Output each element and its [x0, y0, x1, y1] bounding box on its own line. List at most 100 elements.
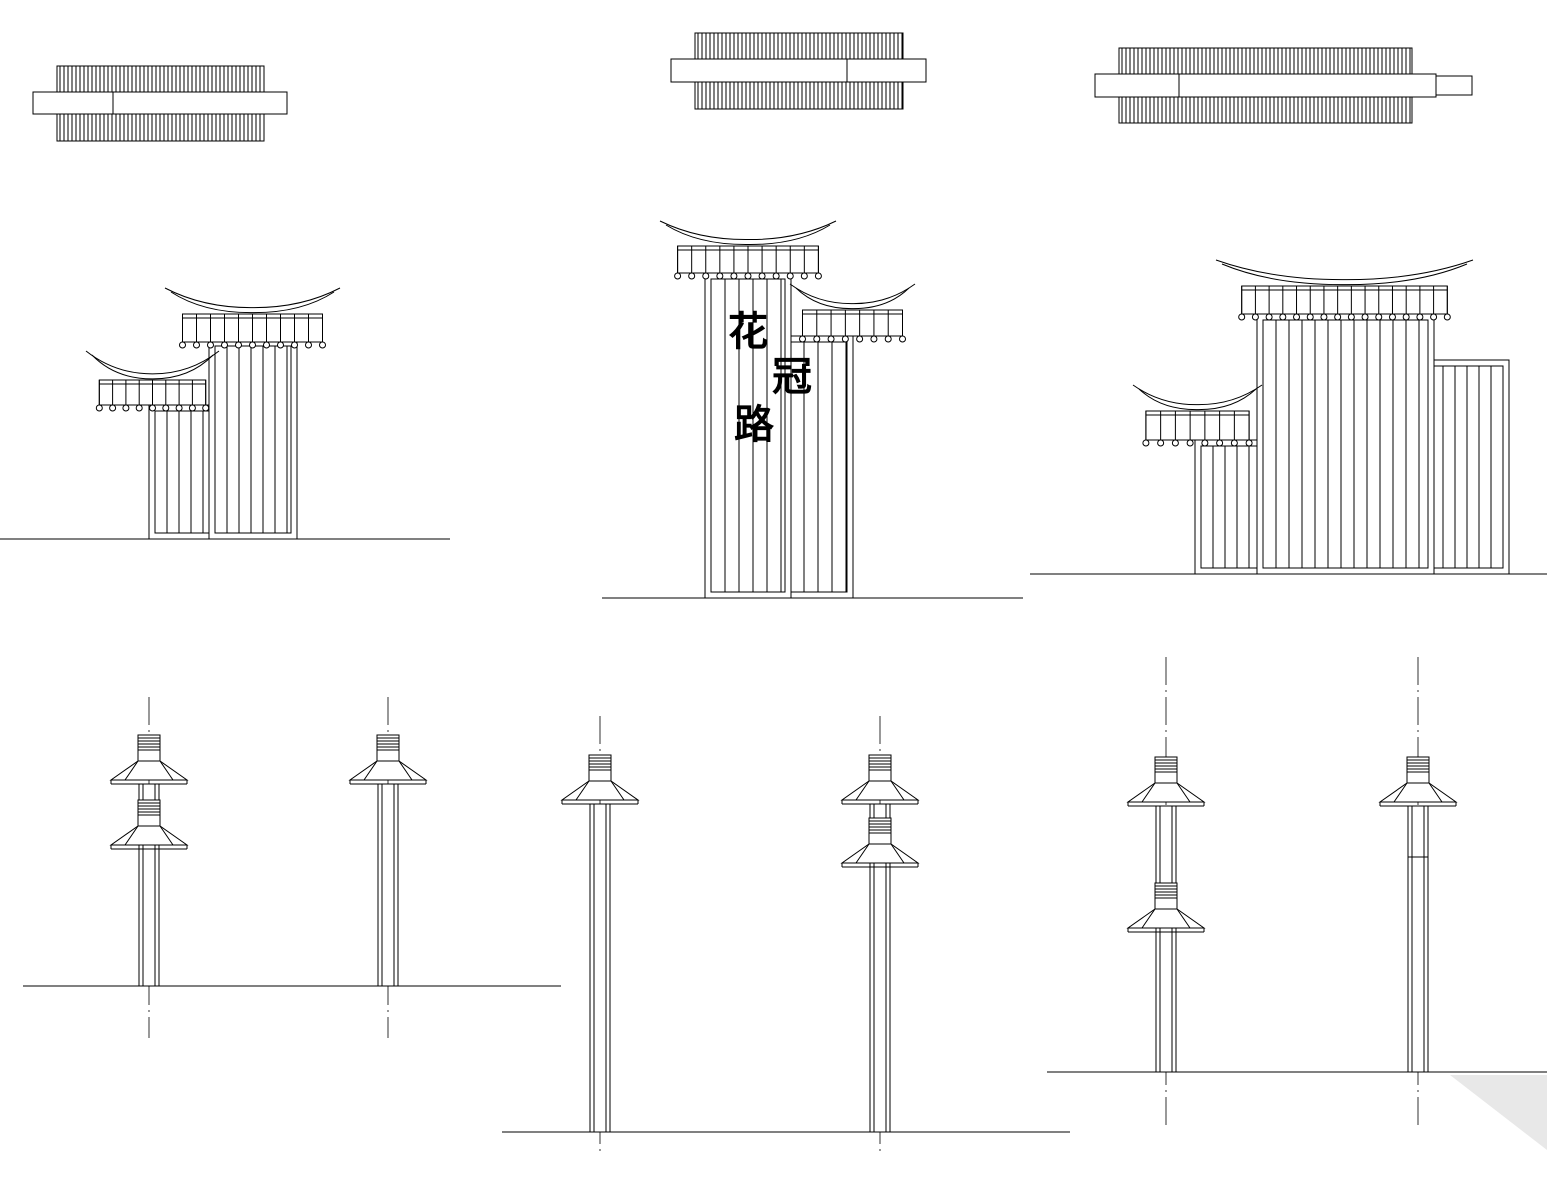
bracket-drop: [799, 335, 806, 343]
roof-eave-curve: [1221, 263, 1468, 286]
bracket-drop: [702, 272, 710, 280]
capital-block: [137, 734, 161, 762]
bracket-drop: [188, 404, 196, 412]
elevation-1: [0, 287, 450, 540]
capital-hood: [109, 760, 189, 781]
bracket-drop: [1279, 313, 1287, 321]
post-column: [348, 697, 428, 1038]
bracket-drop: [305, 341, 312, 349]
capital-hood: [1126, 908, 1206, 929]
bracket-drop: [1186, 439, 1194, 447]
wall-inner-frame: [154, 410, 214, 534]
bracket-drop: [716, 272, 724, 280]
section-1: [23, 697, 561, 1038]
bracket-drop: [674, 272, 682, 280]
post-capital: [109, 734, 189, 785]
bracket-drop: [1265, 313, 1273, 321]
bracket-drop: [319, 341, 326, 349]
bracket-drop: [109, 404, 117, 412]
capital-block: [868, 754, 892, 782]
post-column: [109, 697, 189, 1038]
bracket-drop: [744, 272, 752, 280]
bracket-drop: [1251, 313, 1259, 321]
bracket-drop: [1443, 313, 1451, 321]
post-column: [840, 716, 920, 1152]
bracket-drop: [730, 272, 738, 280]
inscription-char-1: 花: [728, 308, 768, 355]
capital-rib: [1176, 782, 1191, 803]
bracket-drop: [122, 404, 130, 412]
bracket-drop: [1171, 439, 1179, 447]
post-column: [1126, 657, 1206, 1125]
bracket-drop: [827, 335, 835, 343]
roof-eave: [1132, 384, 1263, 447]
elevation-2: [602, 220, 1023, 599]
elevation-views: [0, 220, 1547, 599]
post-capital: [560, 754, 640, 805]
bracket-drop: [870, 335, 878, 343]
wall-panel: [1194, 439, 1264, 575]
post-shaft: [1407, 805, 1429, 1073]
roof-eave-curve: [170, 291, 335, 314]
bracket-drop: [1306, 313, 1314, 321]
bracket-drop: [772, 272, 780, 280]
capital-rib: [1428, 782, 1443, 803]
post-shaft: [377, 783, 399, 987]
capital-hood: [840, 780, 920, 801]
roof-eave: [659, 220, 837, 280]
post-capital: [348, 734, 428, 785]
bracket-drop: [1361, 313, 1369, 321]
capital-rib: [124, 760, 139, 781]
roof-eave-curve: [91, 354, 214, 380]
bracket-drop: [813, 335, 821, 343]
capital-hood: [109, 825, 189, 846]
capital-rib: [1393, 782, 1408, 803]
post-capital: [109, 799, 189, 850]
capital-block: [1154, 756, 1178, 784]
roof-eave-curve: [1138, 388, 1257, 411]
roof-eave: [789, 283, 916, 343]
bracket-drop: [1245, 439, 1253, 447]
bracket-drop: [221, 341, 228, 349]
bracket-drop: [1375, 313, 1383, 321]
inscription: 花 冠 路: [728, 308, 812, 448]
capital-rib: [398, 760, 413, 781]
bracket-drop: [1201, 439, 1209, 447]
capital-block: [1154, 882, 1178, 910]
roof-ridge-curve: [789, 283, 916, 305]
wall-inner-frame: [710, 278, 786, 593]
roof-eave: [85, 350, 220, 412]
capital-rib: [855, 843, 870, 864]
section-3: [1047, 657, 1547, 1125]
bracket-drop: [135, 404, 143, 412]
bracket-drop: [1230, 439, 1238, 447]
bracket-drop: [1142, 439, 1150, 447]
capital-rib: [124, 825, 139, 846]
post-shaft: [589, 803, 611, 1133]
bracket-drop: [149, 404, 156, 412]
bracket-band: [1145, 410, 1250, 441]
capital-hood: [348, 760, 428, 781]
wall-panel: [783, 335, 854, 599]
roof-ridge-curve: [1132, 384, 1263, 406]
bracket-drop: [899, 335, 906, 343]
bracket-drop: [179, 341, 186, 349]
post-column: [1378, 657, 1458, 1125]
capital-rib: [890, 780, 905, 801]
wall-inner-frame: [1262, 319, 1429, 569]
post-column: [560, 716, 640, 1152]
wall-panel: [1424, 359, 1510, 575]
capital-rib: [363, 760, 378, 781]
bracket-drop: [814, 272, 822, 280]
ridge-beam: [1094, 73, 1437, 98]
post-shaft: [1155, 805, 1177, 1073]
bracket-drop: [758, 272, 766, 280]
bracket-drop: [856, 335, 864, 343]
bracket-drop: [1430, 313, 1438, 321]
wall-panel: [1256, 313, 1435, 575]
bracket-drop: [263, 341, 270, 349]
inscription-char-2: 冠: [772, 353, 812, 400]
wall-inner-frame: [1200, 445, 1258, 569]
roof-eave-curve: [795, 287, 910, 310]
capital-rib: [1141, 782, 1156, 803]
